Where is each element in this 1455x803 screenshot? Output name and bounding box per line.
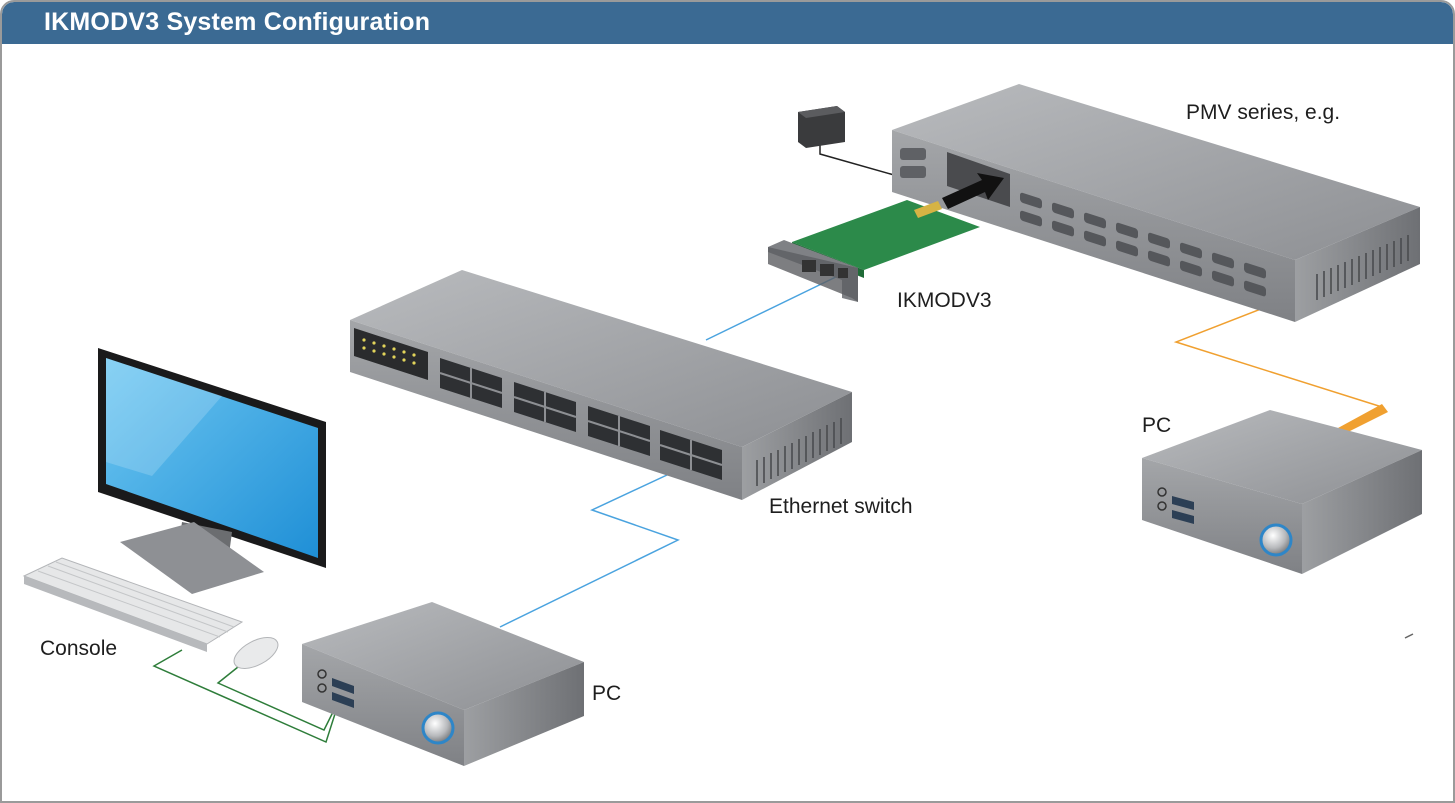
ethernet-cable-switch-to-card	[705, 273, 843, 341]
monitor-icon	[98, 348, 326, 594]
pmv-series-device	[892, 84, 1420, 322]
pc-right-label: PC	[1142, 414, 1171, 437]
pmv-label: PMV series, e.g.	[1186, 101, 1340, 124]
ethernet-switch-device	[350, 270, 852, 500]
title-bar: IKMODV3 System Configuration	[2, 2, 1453, 44]
insert-arrow-icon	[942, 173, 1004, 209]
ikmodv3-card	[768, 200, 980, 302]
page-title: IKMODV3 System Configuration	[44, 8, 431, 36]
ikmodv3-label: IKMODV3	[897, 289, 992, 312]
keyboard-icon	[22, 557, 244, 652]
mouse-icon	[233, 637, 279, 669]
ethernet-switch-label: Ethernet switch	[769, 495, 913, 518]
ethernet-cable-pc-to-switch	[499, 467, 683, 628]
mark-decoration	[1404, 633, 1414, 639]
pc-right-device	[1142, 410, 1422, 574]
pc-left-label: PC	[592, 682, 621, 705]
console-label: Console	[40, 637, 117, 660]
serial-cable-pmv-to-pc	[1173, 299, 1388, 434]
console-cables	[152, 649, 343, 744]
power-adapter-icon	[798, 106, 845, 148]
pc-left-device	[302, 602, 584, 766]
